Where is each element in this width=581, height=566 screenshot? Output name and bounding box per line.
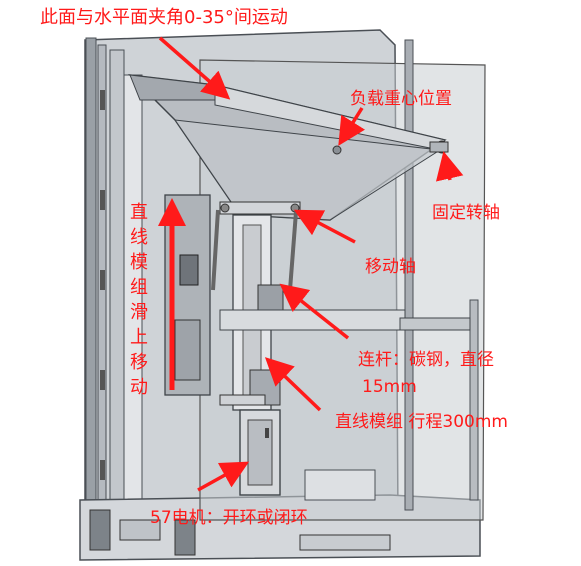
vertical-char: 模: [130, 252, 148, 273]
vertical-char: 线: [130, 227, 148, 248]
cross-rails: [219, 309, 471, 406]
moving-axis-label: 移动轴: [365, 257, 416, 277]
vertical-char: 滑: [130, 302, 148, 323]
vertical-char: 上: [130, 327, 148, 348]
moving-axis: [219, 201, 301, 215]
angle-note-label: 此面与水平面夹角0-35°间运动: [40, 7, 288, 28]
linear-module-label: 直线模组 行程300mm: [335, 412, 508, 432]
rod-label-line2: 15mm: [362, 377, 417, 397]
vertical-char: 移: [130, 352, 148, 373]
vertical-module-label: 直 线 模 组 滑 上 移 动: [128, 200, 150, 400]
rod-label-line1: 连杆：碳钢，直径: [358, 350, 494, 370]
annotation-arrows: [158, 36, 464, 492]
vertical-char: 组: [130, 277, 148, 298]
stepper-motor: [239, 409, 281, 496]
fixed-axis-label: 固定转轴: [432, 203, 500, 223]
fixed-pivot: [429, 140, 449, 154]
motor-label: 57电机：开环或闭环: [150, 508, 308, 528]
tilting-hopper: [128, 74, 447, 221]
load-center-label: 负载重心位置: [350, 89, 452, 109]
vertical-char: 动: [130, 377, 148, 398]
vertical-char: 直: [130, 202, 148, 223]
